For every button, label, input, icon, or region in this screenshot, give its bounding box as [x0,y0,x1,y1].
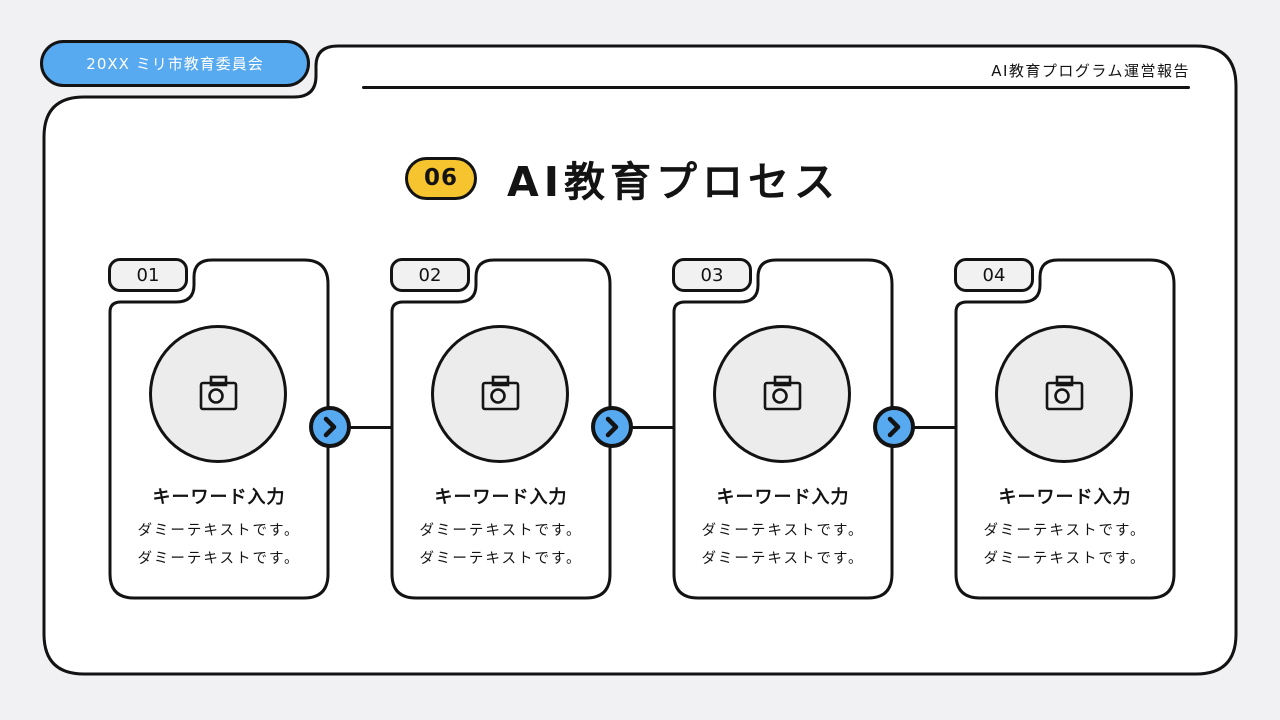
step-description-line: ダミーテキストです。 [983,523,1147,539]
step-card-2: 02 キーワード入力 ダミーテキストです。 ダミーテキストです。 [390,258,612,600]
step-heading: キーワード入力 [716,487,850,508]
connector-line [330,426,392,429]
org-badge: 20XX ミリ市教育委員会 [40,40,310,87]
connector-arrow [873,406,915,448]
org-badge-label: 20XX ミリ市教育委員会 [86,55,264,73]
image-placeholder [149,325,287,463]
step-description: ダミーテキストです。 ダミーテキストです。 [954,518,1176,573]
connector-arrow [591,406,633,448]
step-description-line: ダミーテキストです。 [137,550,301,567]
chevron-right-icon [605,416,619,438]
step-heading: キーワード入力 [434,487,568,508]
step-card-4: 04 キーワード入力 ダミーテキストです。 ダミーテキストです。 [954,258,1176,600]
step-description: ダミーテキストです。 ダミーテキストです。 [672,518,894,573]
step-number-tab: 02 [390,258,470,292]
step-description-line: ダミーテキストです。 [419,550,583,567]
step-card-1: 01 キーワード入力 ダミーテキストです。 ダミーテキストです。 [108,258,330,600]
camera-icon [763,375,802,411]
header-rule [362,86,1190,89]
connector-line [612,426,674,429]
step-description: ダミーテキストです。 ダミーテキストです。 [390,518,612,573]
camera-icon [481,375,520,411]
step-heading: キーワード入力 [998,487,1132,508]
section-number-badge: 06 [405,156,477,200]
step-description-line: ダミーテキストです。 [701,550,865,567]
chevron-right-icon [887,416,901,438]
slide-title-row: 06 AI教育プロセス [405,155,840,206]
step-number-tab: 01 [108,258,188,292]
camera-icon [1045,375,1084,411]
step-card-3: 03 キーワード入力 ダミーテキストです。 ダミーテキストです。 [672,258,894,600]
camera-icon [199,375,238,411]
step-description-line: ダミーテキストです。 [701,523,865,539]
connector-arrow [309,406,351,448]
step-number-tab: 04 [954,258,1034,292]
step-description-line: ダミーテキストです。 [983,550,1147,567]
chevron-right-icon [323,416,337,438]
image-placeholder [995,325,1133,463]
step-description-line: ダミーテキストです。 [419,523,583,539]
page-title: AI教育プロセス [507,158,840,206]
step-description: ダミーテキストです。 ダミーテキストです。 [108,518,330,573]
report-title: AI教育プログラム運営報告 [991,62,1190,80]
image-placeholder [431,325,569,463]
image-placeholder [713,325,851,463]
step-description-line: ダミーテキストです。 [137,523,301,539]
step-heading: キーワード入力 [152,487,286,508]
panel-outline [42,44,1238,676]
main-panel [42,44,1238,676]
step-number-tab: 03 [672,258,752,292]
connector-line [894,426,956,429]
